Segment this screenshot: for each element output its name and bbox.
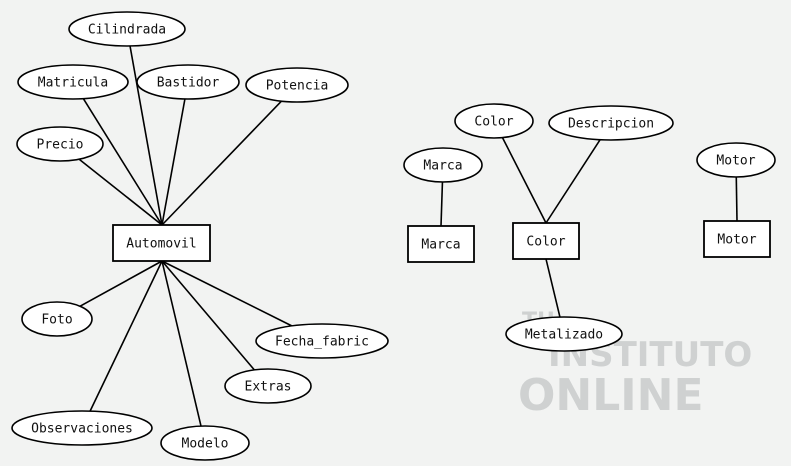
edge-descripcion-color	[545, 139, 601, 224]
edge-motor_attr-motor	[735, 176, 738, 222]
watermark-line-3: ONLINE	[518, 370, 704, 421]
entity-box	[407, 225, 475, 263]
attribute-ellipse	[505, 316, 623, 352]
attribute-ellipse	[160, 425, 250, 461]
attribute-label: Precio	[37, 138, 84, 153]
attribute-observaciones[interactable]: Observaciones	[11, 410, 153, 446]
attribute-metalizado[interactable]: Metalizado	[505, 316, 623, 352]
entity-label: Color	[526, 235, 565, 250]
attribute-ellipse	[255, 323, 389, 359]
entity-marca[interactable]: Marca	[407, 225, 475, 263]
edge-bastidor-automovil	[161, 98, 186, 226]
attribute-label: Metalizado	[525, 328, 603, 343]
edge-observaciones-automovil	[89, 260, 163, 412]
attribute-potencia[interactable]: Potencia	[245, 67, 349, 103]
attribute-descripcion[interactable]: Descripcion	[548, 105, 674, 141]
entity-automovil[interactable]: Automovil	[112, 224, 211, 262]
attribute-ellipse	[136, 64, 240, 100]
attribute-label: Observaciones	[31, 422, 133, 437]
attribute-label: Potencia	[266, 79, 329, 94]
edge-fecha_fabric-automovil	[161, 260, 293, 327]
attribute-label: Descripcion	[568, 117, 654, 132]
attribute-foto[interactable]: Foto	[21, 301, 93, 337]
attribute-extras[interactable]: Extras	[224, 368, 312, 404]
attribute-ellipse	[696, 142, 776, 178]
edge-marca_attr-marca	[440, 181, 444, 227]
attribute-ellipse	[21, 301, 93, 337]
edge-cilindrada-automovil	[129, 45, 163, 226]
attribute-label: Motor	[716, 154, 755, 169]
attribute-motor_attr[interactable]: Motor	[696, 142, 776, 178]
edge-matricula-automovil	[82, 98, 163, 226]
attribute-ellipse	[68, 11, 186, 47]
attribute-label: Cilindrada	[88, 23, 166, 38]
edge-potencia-automovil	[161, 100, 282, 226]
entity-color[interactable]: Color	[512, 222, 580, 260]
edge-extras-automovil	[161, 260, 255, 371]
entity-label: Motor	[717, 233, 756, 248]
entity-label: Automovil	[126, 237, 196, 252]
attribute-label: Foto	[41, 313, 72, 328]
edge-modelo-automovil	[161, 260, 202, 427]
edge-precio-automovil	[78, 158, 163, 226]
entity-box	[112, 224, 211, 262]
attribute-label: Modelo	[182, 437, 229, 452]
attribute-marca_attr[interactable]: Marca	[403, 147, 483, 183]
attribute-label: Fecha_fabric	[275, 335, 369, 350]
attribute-ellipse	[403, 147, 483, 183]
attribute-precio[interactable]: Precio	[16, 126, 104, 162]
attribute-label: Marca	[423, 159, 462, 174]
attribute-ellipse	[245, 67, 349, 103]
attribute-ellipse	[16, 126, 104, 162]
attribute-label: Matricula	[38, 76, 108, 91]
attribute-ellipse	[224, 368, 312, 404]
entity-label: Marca	[421, 238, 460, 253]
entity-motor[interactable]: Motor	[703, 220, 771, 258]
attribute-bastidor[interactable]: Bastidor	[136, 64, 240, 100]
entity-box	[512, 222, 580, 260]
attribute-fecha_fabric[interactable]: Fecha_fabric	[255, 323, 389, 359]
attribute-ellipse	[548, 105, 674, 141]
attribute-modelo[interactable]: Modelo	[160, 425, 250, 461]
entity-box	[703, 220, 771, 258]
attribute-ellipse	[454, 103, 534, 139]
attribute-ellipse	[11, 410, 153, 446]
edge-metalizado-color	[545, 258, 561, 318]
attribute-color_attr[interactable]: Color	[454, 103, 534, 139]
attribute-label: Color	[474, 115, 513, 130]
edge-foto-automovil	[79, 260, 163, 307]
connector-lines	[78, 45, 738, 427]
attribute-label: Extras	[245, 380, 292, 395]
attribute-cilindrada[interactable]: Cilindrada	[68, 11, 186, 47]
attribute-label: Bastidor	[157, 76, 220, 91]
edge-color_attr-color	[501, 137, 547, 224]
attribute-matricula[interactable]: Matricula	[17, 64, 129, 100]
attribute-ellipse	[17, 64, 129, 100]
